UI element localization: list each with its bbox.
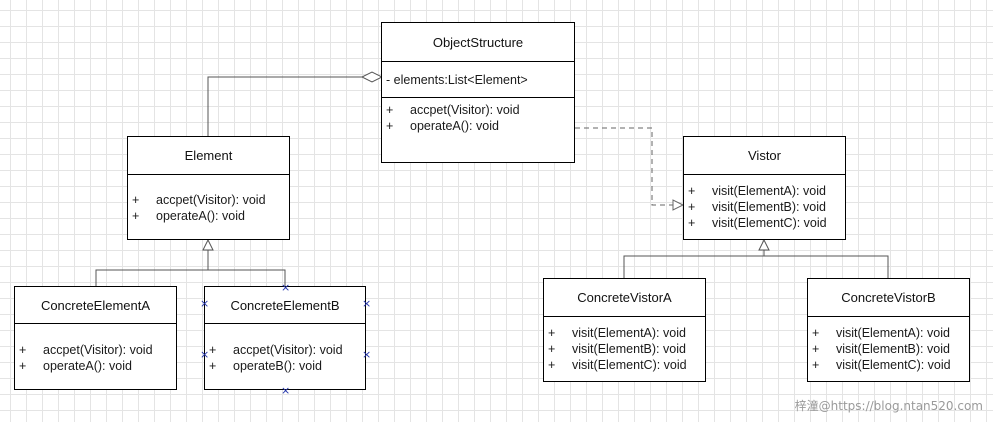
visibility-marker: + — [688, 184, 696, 198]
visibility-marker: + — [548, 326, 556, 340]
operation-text: operateB(): void — [233, 359, 322, 373]
element-inheritance-line[interactable] — [95, 250, 209, 286]
visibility-marker: + — [812, 358, 820, 372]
aggregation-diamond — [360, 71, 384, 83]
operations-list: + accpet(Visitor): void + operateA(): void — [128, 175, 289, 224]
operation-text: visit(ElementA): void — [836, 326, 950, 340]
operation-row: + visit(ElementB): void — [548, 341, 705, 357]
aggregation-line[interactable] — [207, 76, 362, 136]
visibility-marker: + — [688, 200, 696, 214]
operation-row: + accpet(Visitor): void — [209, 342, 365, 358]
resize-handle-icon[interactable]: × — [362, 348, 372, 361]
visibility-marker: + — [19, 359, 27, 373]
operation-row: + visit(ElementA): void — [688, 183, 845, 199]
operation-text: visit(ElementC): void — [572, 358, 687, 372]
operation-row: + accpet(Visitor): void — [19, 342, 176, 358]
operation-text: accpet(Visitor): void — [233, 343, 343, 357]
class-name: Vistor — [684, 137, 845, 175]
vistor-inheritance-line[interactable] — [623, 250, 765, 278]
resize-handle-icon[interactable]: × — [200, 348, 210, 361]
operation-row: + visit(ElementC): void — [688, 215, 845, 231]
visibility-marker: + — [132, 209, 140, 223]
operation-row: + visit(ElementC): void — [548, 357, 705, 373]
element-inheritance-triangle — [202, 238, 214, 251]
visibility-marker: + — [548, 358, 556, 372]
class-name: ObjectStructure — [382, 23, 574, 62]
operation-text: accpet(Visitor): void — [43, 343, 153, 357]
operation-row: + operateB(): void — [209, 358, 365, 374]
class-concrete-element-a[interactable]: ConcreteElementA + accpet(Visitor): void … — [14, 286, 177, 390]
operations-list: + accpet(Visitor): void + operateA(): void — [382, 98, 574, 134]
class-name: ConcreteElementB — [205, 287, 365, 324]
operation-row: + visit(ElementA): void — [548, 325, 705, 341]
visibility-marker: + — [19, 343, 27, 357]
class-name: ConcreteElementA — [15, 287, 176, 324]
attribute-elements: - elements:List<Element> — [382, 62, 574, 98]
operation-text: visit(ElementC): void — [712, 216, 827, 230]
class-name: Element — [128, 137, 289, 175]
operation-row: + visit(ElementC): void — [812, 357, 969, 373]
resize-handle-icon[interactable]: × — [200, 297, 210, 310]
operations-list: + accpet(Visitor): void + operateB(): void — [205, 324, 365, 374]
watermark: 梓潼@https://blog.ntan520.com — [794, 399, 983, 413]
class-concrete-vistor-b[interactable]: ConcreteVistorB + visit(ElementA): void +… — [807, 278, 970, 382]
operation-text: accpet(Visitor): void — [410, 103, 520, 117]
operation-row: + visit(ElementA): void — [812, 325, 969, 341]
operation-text: visit(ElementC): void — [836, 358, 951, 372]
class-vistor[interactable]: Vistor + visit(ElementA): void + visit(Ele… — [683, 136, 846, 240]
class-concrete-element-b[interactable]: ConcreteElementB + accpet(Visitor): void … — [204, 286, 366, 390]
operation-text: visit(ElementB): void — [836, 342, 950, 356]
operation-row: + operateA(): void — [19, 358, 176, 374]
operation-row: + accpet(Visitor): void — [386, 102, 574, 118]
vistor-inheritance-triangle — [758, 238, 770, 251]
class-object-structure[interactable]: ObjectStructure - elements:List<Element>… — [381, 22, 575, 163]
operation-text: accpet(Visitor): void — [156, 193, 266, 207]
dependency-line[interactable] — [575, 127, 673, 206]
class-name: ConcreteVistorB — [808, 279, 969, 317]
visibility-marker: + — [812, 326, 820, 340]
class-element[interactable]: Element + accpet(Visitor): void + operateA… — [127, 136, 290, 240]
visibility-marker: + — [812, 342, 820, 356]
resize-handle-icon[interactable]: × — [362, 297, 372, 310]
operation-row: + visit(ElementB): void — [812, 341, 969, 357]
visibility-marker: + — [209, 343, 217, 357]
operation-text: visit(ElementB): void — [572, 342, 686, 356]
resize-handle-icon[interactable]: × — [281, 384, 291, 397]
visibility-marker: + — [386, 119, 394, 133]
visibility-marker: + — [209, 359, 217, 373]
visibility-marker: + — [548, 342, 556, 356]
operation-row: + operateA(): void — [386, 118, 574, 134]
operation-row: + operateA(): void — [132, 208, 289, 224]
operation-text: operateA(): void — [156, 209, 245, 223]
visibility-marker: + — [132, 193, 140, 207]
class-name: ConcreteVistorA — [544, 279, 705, 317]
operation-text: visit(ElementA): void — [572, 326, 686, 340]
operation-text: operateA(): void — [410, 119, 499, 133]
operation-row: + visit(ElementB): void — [688, 199, 845, 215]
operations-list: + visit(ElementA): void + visit(ElementB):… — [808, 317, 969, 373]
element-inheritance-line-b[interactable] — [208, 269, 286, 286]
operations-list: + visit(ElementA): void + visit(ElementB):… — [684, 175, 845, 231]
operations-list: + accpet(Visitor): void + operateA(): void — [15, 324, 176, 374]
vistor-inheritance-line-b[interactable] — [764, 255, 889, 278]
operations-list: + visit(ElementA): void + visit(ElementB):… — [544, 317, 705, 373]
operation-row: + accpet(Visitor): void — [132, 192, 289, 208]
dependency-arrowhead — [672, 199, 685, 211]
operation-text: visit(ElementB): void — [712, 200, 826, 214]
class-concrete-vistor-a[interactable]: ConcreteVistorA + visit(ElementA): void +… — [543, 278, 706, 382]
operation-text: visit(ElementA): void — [712, 184, 826, 198]
resize-handle-icon[interactable]: × — [281, 281, 291, 294]
operation-text: operateA(): void — [43, 359, 132, 373]
visibility-marker: + — [386, 103, 394, 117]
visibility-marker: + — [688, 216, 696, 230]
